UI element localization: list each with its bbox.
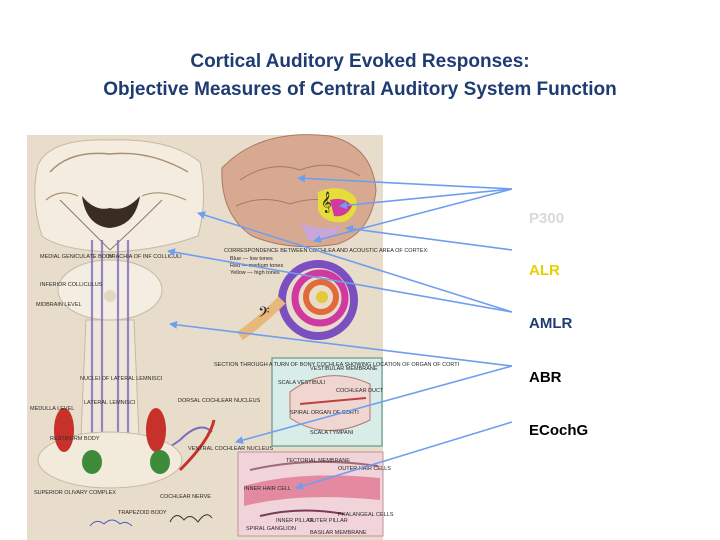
label-trapezoid: TRAPEZOID BODY bbox=[118, 510, 167, 516]
label-inner-pillar: INNER PILLAR bbox=[276, 518, 314, 524]
lateral-brain bbox=[221, 134, 377, 248]
label-cochlear-nerve: COCHLEAR NERVE bbox=[160, 494, 211, 500]
superior-olive-left bbox=[82, 450, 102, 474]
label-inferior-colliculus: INFERIOR COLLICULUS bbox=[40, 282, 103, 288]
cochlear-duct-section bbox=[289, 375, 371, 431]
aqueduct bbox=[104, 290, 116, 302]
slide-title: Cortical Auditory Evoked Responses: Obje… bbox=[0, 48, 720, 104]
label-superior-olivary: SUPERIOR OLIVARY COMPLEX bbox=[34, 490, 116, 496]
p300-arrow-1 bbox=[297, 174, 513, 190]
bass-clef-icon: 𝄢 bbox=[258, 304, 270, 325]
alr-arrow bbox=[345, 224, 513, 251]
cortex-sulci bbox=[45, 192, 187, 201]
abr-arrow-2 bbox=[235, 365, 513, 444]
label-medulla: MEDULLA LEVEL bbox=[30, 406, 74, 412]
label-scala-vestibuli: SCALA VESTIBULI bbox=[278, 380, 326, 386]
pointer-arrows bbox=[167, 174, 513, 490]
superior-olive-right bbox=[150, 450, 170, 474]
label-outer-hair: OUTER HAIR CELLS bbox=[338, 466, 391, 472]
label-vestibular-membrane: VESTIBULAR MEMBRANE bbox=[310, 366, 378, 372]
label-brachia: BRACHIA OF INF COLLICULI bbox=[108, 254, 182, 260]
handwritten-note bbox=[89, 519, 133, 527]
basilar-line bbox=[299, 397, 367, 405]
label-abr: ABR bbox=[529, 369, 562, 386]
label-spiral-ganglion: SPIRAL GANGLION bbox=[246, 526, 296, 532]
cortex-folds bbox=[49, 152, 189, 173]
label-dorsal-nucleus: DORSAL COCHLEAR NUCLEUS bbox=[178, 398, 261, 404]
label-medial-geniculate: MEDIAL GENICULATE BODY bbox=[40, 254, 114, 260]
abr-arrow-1 bbox=[169, 320, 513, 367]
label-restiform: RESTIFORM BODY bbox=[50, 436, 100, 442]
label-section: SECTION THROUGH A TURN OF BONY COCHLEA S… bbox=[214, 362, 460, 368]
label-amlr: AMLR bbox=[529, 315, 573, 332]
label-nuclei-lemnisci: NUCLEI OF LATERAL LEMNISCI bbox=[80, 376, 163, 382]
label-basilar: BASILAR MEMBRANE bbox=[310, 530, 367, 536]
hair-cell-layer bbox=[244, 475, 380, 506]
artist-signature bbox=[169, 514, 213, 523]
label-blue: Blue — low tones bbox=[230, 256, 273, 262]
label-outer-pillar: OUTER PILLAR bbox=[308, 518, 348, 524]
amlr-arrow-2 bbox=[167, 248, 513, 313]
label-ventral-nucleus: VENTRAL COCHLEAR NUCLEUS bbox=[188, 446, 273, 452]
label-yellow: Yellow — high tones bbox=[230, 270, 280, 276]
label-organ-corti: SPIRAL ORGAN OF CORTI bbox=[290, 410, 359, 416]
p300-arrow-2 bbox=[339, 188, 513, 210]
label-inner-hair: INNER HAIR CELL bbox=[244, 486, 291, 492]
ecochg-arrow bbox=[295, 421, 513, 490]
label-cochlear-duct: COCHLEAR DUCT bbox=[336, 388, 384, 394]
nerve-fibers bbox=[259, 509, 345, 517]
label-alr: ALR bbox=[529, 262, 560, 279]
restiform-body-right bbox=[146, 408, 166, 452]
coronal-brain bbox=[34, 139, 205, 253]
label-ecochg: ECochG bbox=[529, 422, 589, 439]
label-tectorial: TECTORIAL MEMBRANE bbox=[286, 458, 350, 464]
label-scala-tympani: SCALA TYMPANI bbox=[310, 430, 354, 436]
label-p300: P300 bbox=[529, 210, 565, 227]
label-correspondence: CORRESPONDENCE BETWEEN COCHLEA AND ACOUS… bbox=[224, 248, 429, 254]
label-phalangeal: PHALANGEAL CELLS bbox=[338, 512, 394, 518]
amlr-arrow-1 bbox=[197, 211, 513, 313]
treble-clef-icon: 𝄞 bbox=[321, 192, 332, 213]
anatomy-illustration: 𝄞 𝄢 MEDIAL GENICULATE BODY BRACHIA OF IN… bbox=[27, 134, 460, 540]
radiation-fibers bbox=[59, 199, 163, 251]
restiform-body-left bbox=[54, 408, 74, 452]
ventricles bbox=[82, 196, 140, 228]
lemniscus-fibers bbox=[90, 240, 130, 445]
label-midbrain: MIDBRAIN LEVEL bbox=[36, 302, 82, 308]
tectorial-line bbox=[249, 460, 379, 471]
medulla-section bbox=[37, 431, 183, 489]
label-lateral-lemnisci: LATERAL LEMNISCI bbox=[84, 400, 136, 406]
title-line-2: Objective Measures of Central Auditory S… bbox=[103, 79, 617, 100]
dorsal-cochlear-nucleus bbox=[178, 419, 216, 472]
title-line-1: Cortical Auditory Evoked Responses: bbox=[190, 51, 530, 72]
